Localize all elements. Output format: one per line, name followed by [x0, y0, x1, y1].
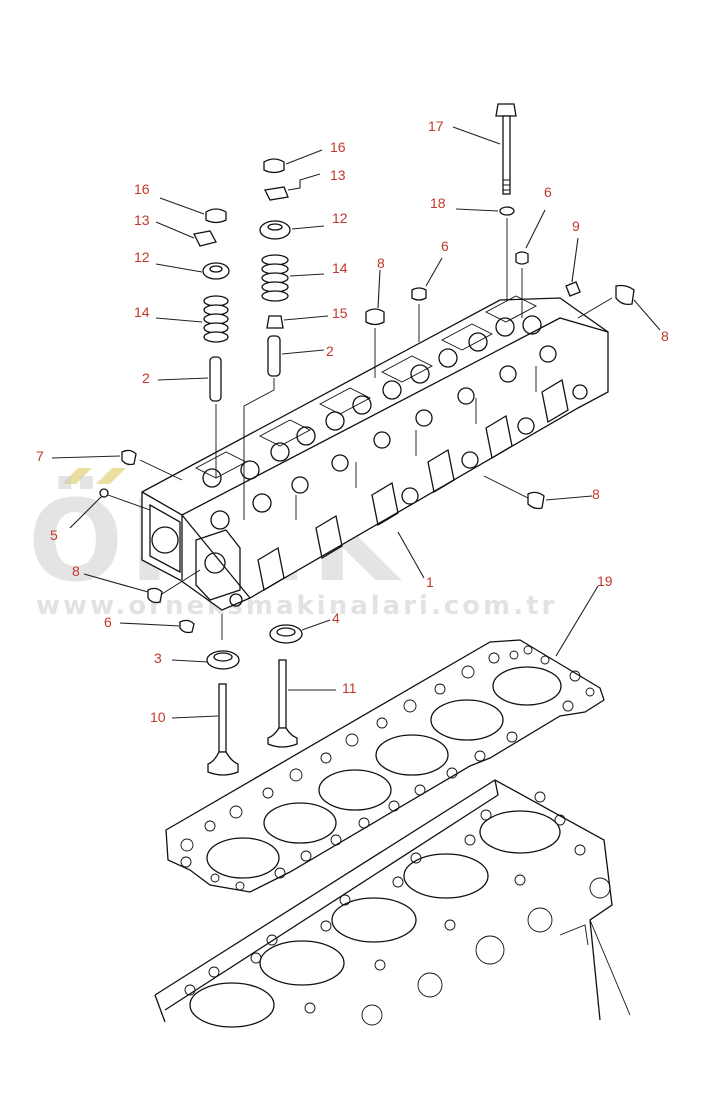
callout-12-left: 12: [134, 249, 150, 265]
callout-17: 17: [428, 118, 444, 134]
engine-block: [154, 779, 631, 1028]
callout-18: 18: [430, 195, 446, 211]
guide-2-right: [267, 335, 281, 377]
callout-19: 19: [597, 573, 613, 589]
plug-8-lower-left: [147, 587, 163, 604]
washer-18: [499, 206, 515, 216]
callout-6-lower: 6: [104, 614, 112, 630]
bolt-shank-17: [502, 115, 511, 195]
watermark-url: www.orneksmakinalari.com.tr: [36, 591, 557, 621]
head-gasket: [165, 639, 605, 893]
head-ports: [257, 378, 588, 592]
callout-14-right: 14: [332, 260, 348, 276]
plug-8-mid-right: [527, 491, 545, 510]
block-holes: [184, 791, 586, 1014]
valve-11: [267, 659, 298, 748]
gasket-bores: [206, 666, 562, 879]
callout-13-left: 13: [134, 212, 150, 228]
callout-13-right: 13: [330, 167, 346, 183]
spring-14-left: [203, 295, 229, 343]
plug-9: [565, 281, 581, 297]
plug-8-top: [365, 308, 385, 326]
cap-16-left: [205, 208, 227, 224]
cap-16-right: [263, 158, 285, 174]
callout-5: 5: [50, 527, 58, 543]
guide-2-left: [209, 356, 222, 402]
retainer-12-left: [202, 262, 230, 280]
callout-10: 10: [150, 709, 166, 725]
plug-6-lower: [179, 619, 195, 634]
spring-14-right: [261, 254, 289, 302]
callout-12-right: 12: [332, 210, 348, 226]
block-bores: [189, 810, 561, 1028]
callout-1: 1: [426, 574, 434, 590]
callout-3: 3: [154, 650, 162, 666]
callout-8-mid-right: 8: [592, 486, 600, 502]
callout-2-left: 2: [142, 370, 150, 386]
cylinder-head: [141, 295, 609, 611]
callout-7: 7: [36, 448, 44, 464]
keeper-13-right: [264, 186, 289, 201]
valve-10: [207, 683, 239, 776]
head-valve-seats: [202, 315, 557, 530]
callout-16-right: 16: [330, 139, 346, 155]
watermark-accent: [62, 468, 126, 484]
keeper-13-left: [193, 230, 217, 247]
callout-9: 9: [572, 218, 580, 234]
callout-4: 4: [332, 610, 340, 626]
valve-train-right: [243, 158, 291, 520]
valve-train-left: [193, 208, 230, 478]
callout-14-left: 14: [134, 304, 150, 320]
callout-15: 15: [332, 305, 348, 321]
block-ports: [361, 877, 611, 1026]
callout-8-right: 8: [661, 328, 669, 344]
plug-8-right: [615, 284, 635, 306]
plug-5: [99, 488, 109, 498]
callout-6-mid: 6: [441, 238, 449, 254]
callout-16-left: 16: [134, 181, 150, 197]
plug-7: [121, 449, 137, 466]
callout-11: 11: [342, 680, 357, 696]
plug-6-mid: [411, 287, 427, 301]
bolt-head-17: [495, 103, 517, 117]
leader-lines: [51, 126, 661, 719]
gasket-holes: [180, 645, 595, 891]
plug-6-top: [515, 251, 529, 265]
callout-labels: 17 16 13 6 18 16 12 9 13 6 8 12 14 14 15…: [36, 118, 669, 725]
callout-8-lower-left: 8: [72, 563, 80, 579]
callout-6-top: 6: [544, 184, 552, 200]
head-end-face: [149, 503, 243, 607]
bolt-17-assembly: [495, 103, 517, 300]
seal-15: [266, 315, 284, 329]
callout-2-right: 2: [326, 343, 334, 359]
head-side-bosses: [295, 366, 537, 520]
callout-8-top: 8: [377, 255, 385, 271]
insert-3: [206, 650, 240, 670]
small-parts: [99, 251, 635, 670]
